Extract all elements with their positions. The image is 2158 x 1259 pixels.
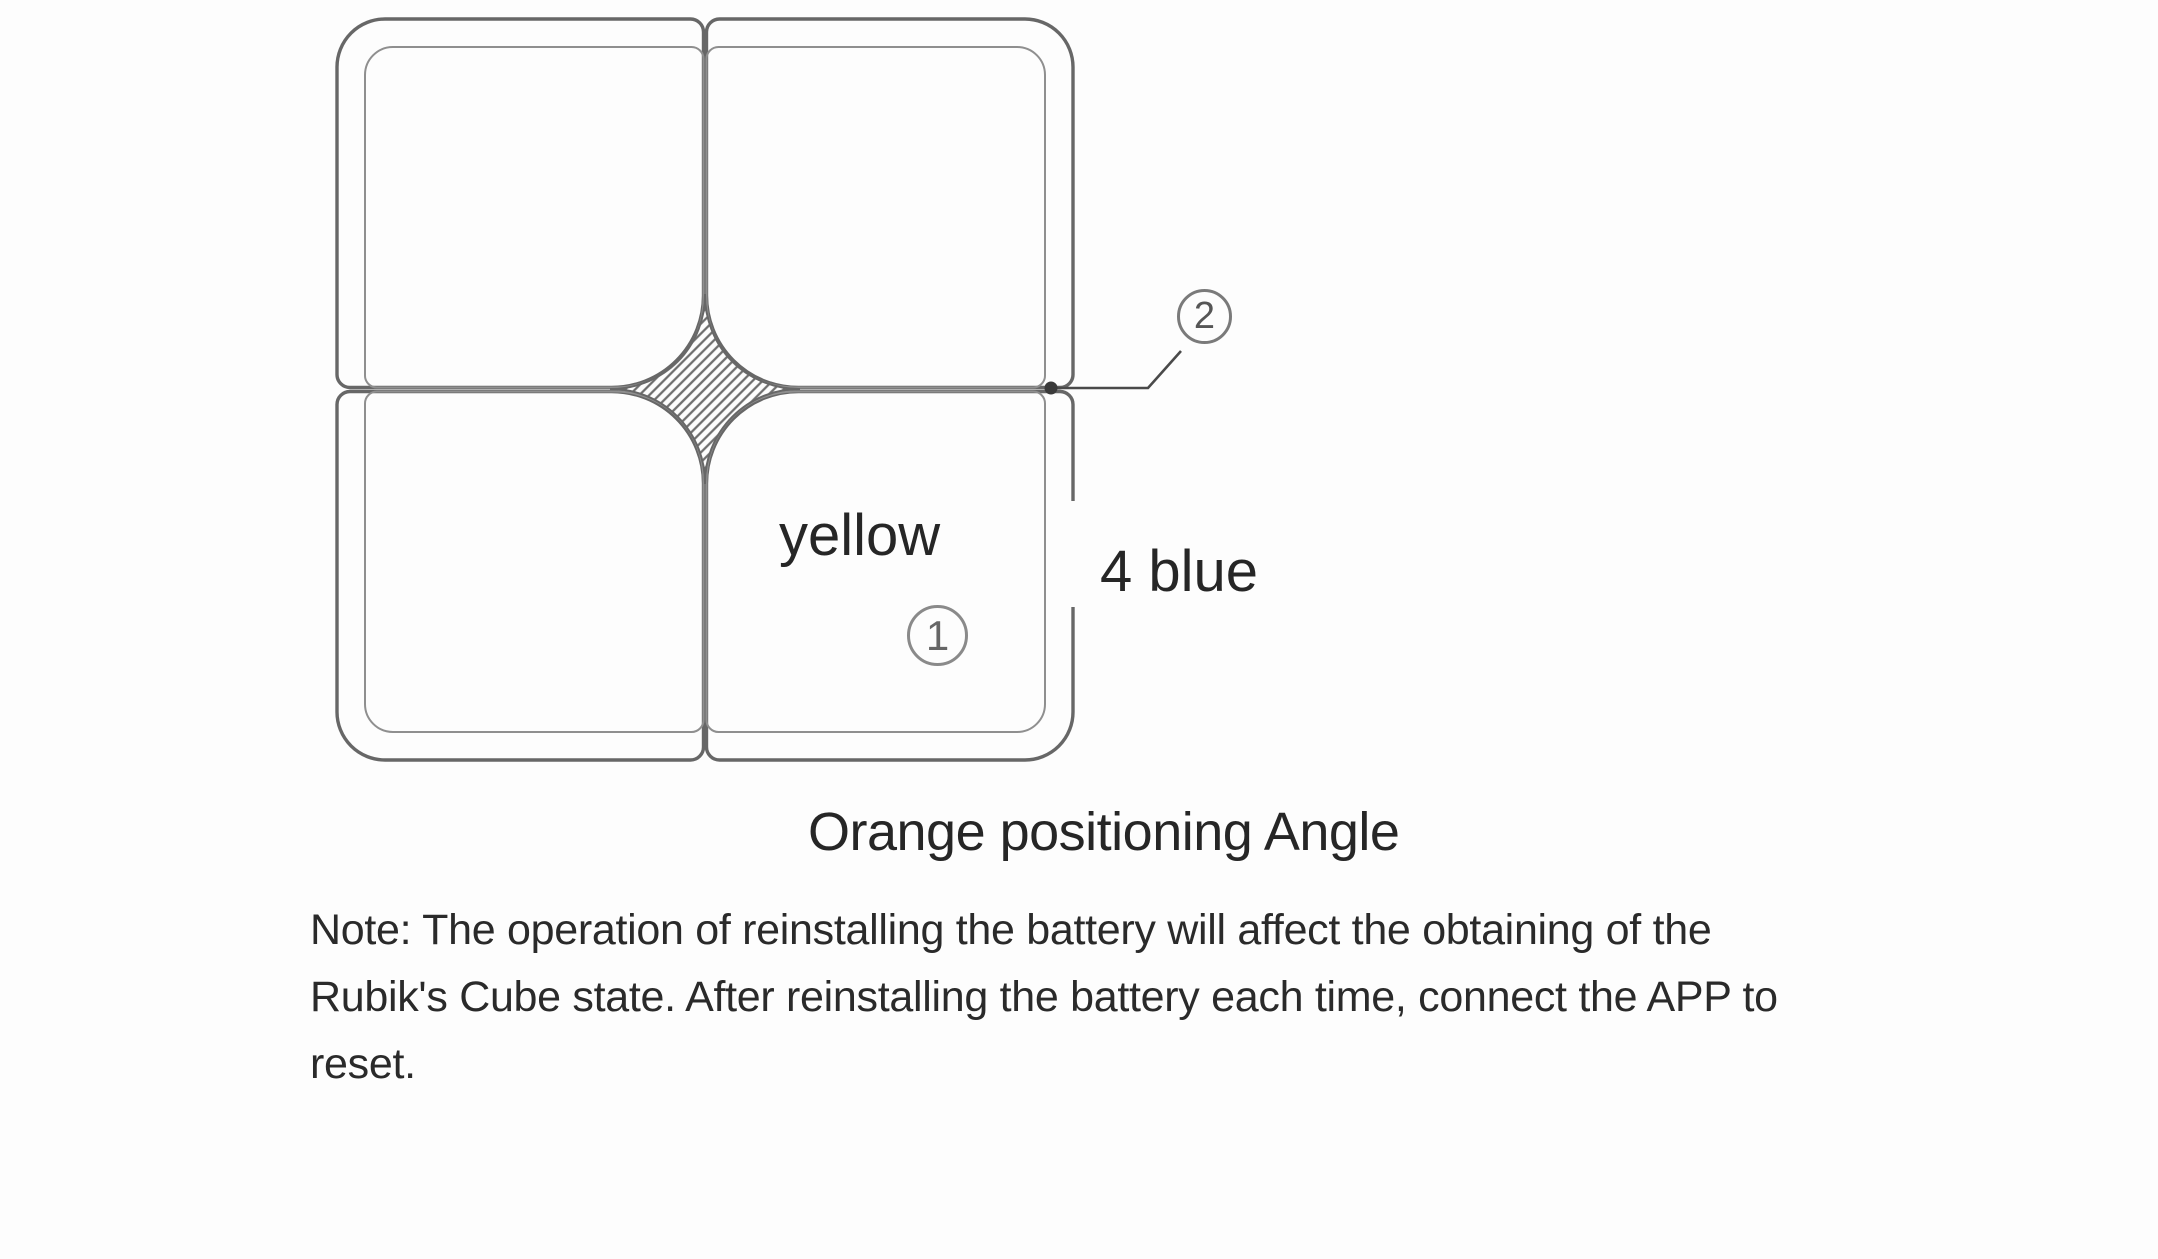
callout-2-badge: 2: [1177, 289, 1232, 344]
callout-2-number: 2: [1193, 295, 1216, 337]
note-line: Rubik's Cube state. After reinstalling t…: [310, 973, 1778, 1021]
cube-piece-top-left: [335, 17, 706, 390]
callout-1-number: 1: [925, 611, 950, 659]
figure-caption: Orange positioning Angle: [808, 802, 1400, 862]
note-line: Note: The operation of reinstalling the …: [310, 906, 1712, 954]
center-gap-hatch: [609, 293, 801, 485]
note-text: Note: The operation of reinstalling the …: [310, 897, 1778, 1098]
callout-1-badge: 1: [907, 605, 968, 666]
note-line: reset.: [310, 1040, 416, 1088]
sticker-outline-bottom-left: [364, 390, 705, 733]
leader-dot: [1044, 381, 1058, 395]
cube-piece-bottom-left: [335, 389, 706, 762]
sticker-label-yellow: yellow: [779, 503, 941, 568]
cube-piece-bottom-right: [704, 389, 1075, 762]
edge-label-4-blue: 4 blue: [1062, 501, 1273, 607]
sticker-outline-top-right: [705, 46, 1046, 389]
sticker-outline-top-left: [364, 46, 705, 389]
callout-2-leader-line: [1051, 350, 1182, 390]
cube-piece-top-right: [704, 17, 1075, 390]
